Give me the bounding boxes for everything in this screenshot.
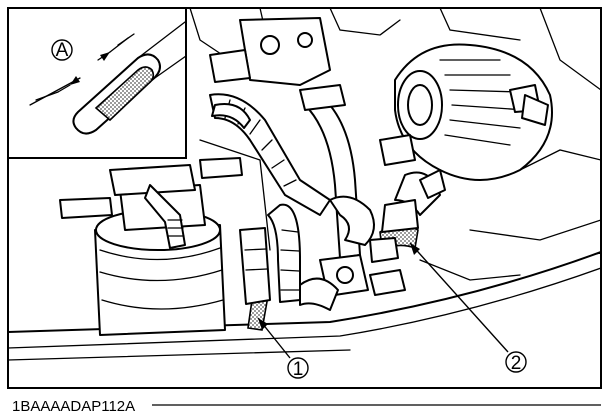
alternator xyxy=(379,43,553,181)
callout-1-number: 1 xyxy=(293,359,304,380)
engine-drawing xyxy=(8,8,601,388)
callout-2: 2 xyxy=(409,242,527,374)
detail-inset: A xyxy=(7,7,187,159)
figure-code: 1BAAAADAP112A xyxy=(12,398,135,415)
callout-1: 1 xyxy=(257,317,309,380)
dimension-label-a: A xyxy=(56,40,69,61)
fuel-filter xyxy=(59,157,243,336)
callout-2-number: 2 xyxy=(511,353,522,374)
hoses xyxy=(209,84,446,303)
